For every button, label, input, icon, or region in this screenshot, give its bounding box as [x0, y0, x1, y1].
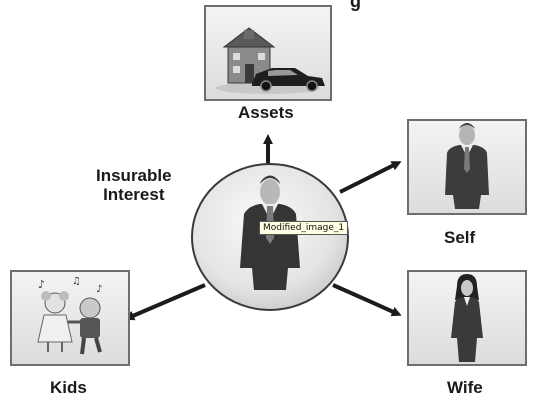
arrow-to-wife: [332, 283, 402, 317]
center-caption: Insurable Interest: [96, 166, 172, 204]
center-caption-line-2: Interest: [103, 185, 165, 204]
assets-node: [204, 5, 332, 101]
self-node: [407, 119, 527, 215]
svg-text:♪: ♪: [38, 278, 45, 291]
kids-dancing-icon: ♪ ♫ ♪: [37, 276, 102, 355]
self-label: Self: [444, 228, 476, 247]
man-in-suit-icon: [445, 123, 489, 209]
svg-text:♪: ♪: [96, 284, 102, 295]
center-node: [191, 163, 349, 311]
arrow-to-self: [339, 161, 402, 194]
arrow-to-kids: [124, 283, 206, 321]
kids-node: ♪ ♫ ♪: [10, 270, 130, 366]
wife-node: [407, 270, 527, 366]
arrows: [124, 134, 402, 321]
woman-in-suit-icon: [451, 274, 483, 362]
center-caption-line-1: Insurable: [96, 166, 172, 185]
image-tooltip: Modified_image_1: [259, 221, 349, 235]
diagram-title-partial: g: [350, 0, 361, 11]
kids-label: Kids: [50, 378, 87, 397]
wife-label: Wife: [447, 378, 483, 397]
svg-text:♫: ♫: [72, 276, 81, 287]
assets-label: Assets: [238, 103, 294, 122]
house-and-car-icon: [216, 27, 325, 94]
